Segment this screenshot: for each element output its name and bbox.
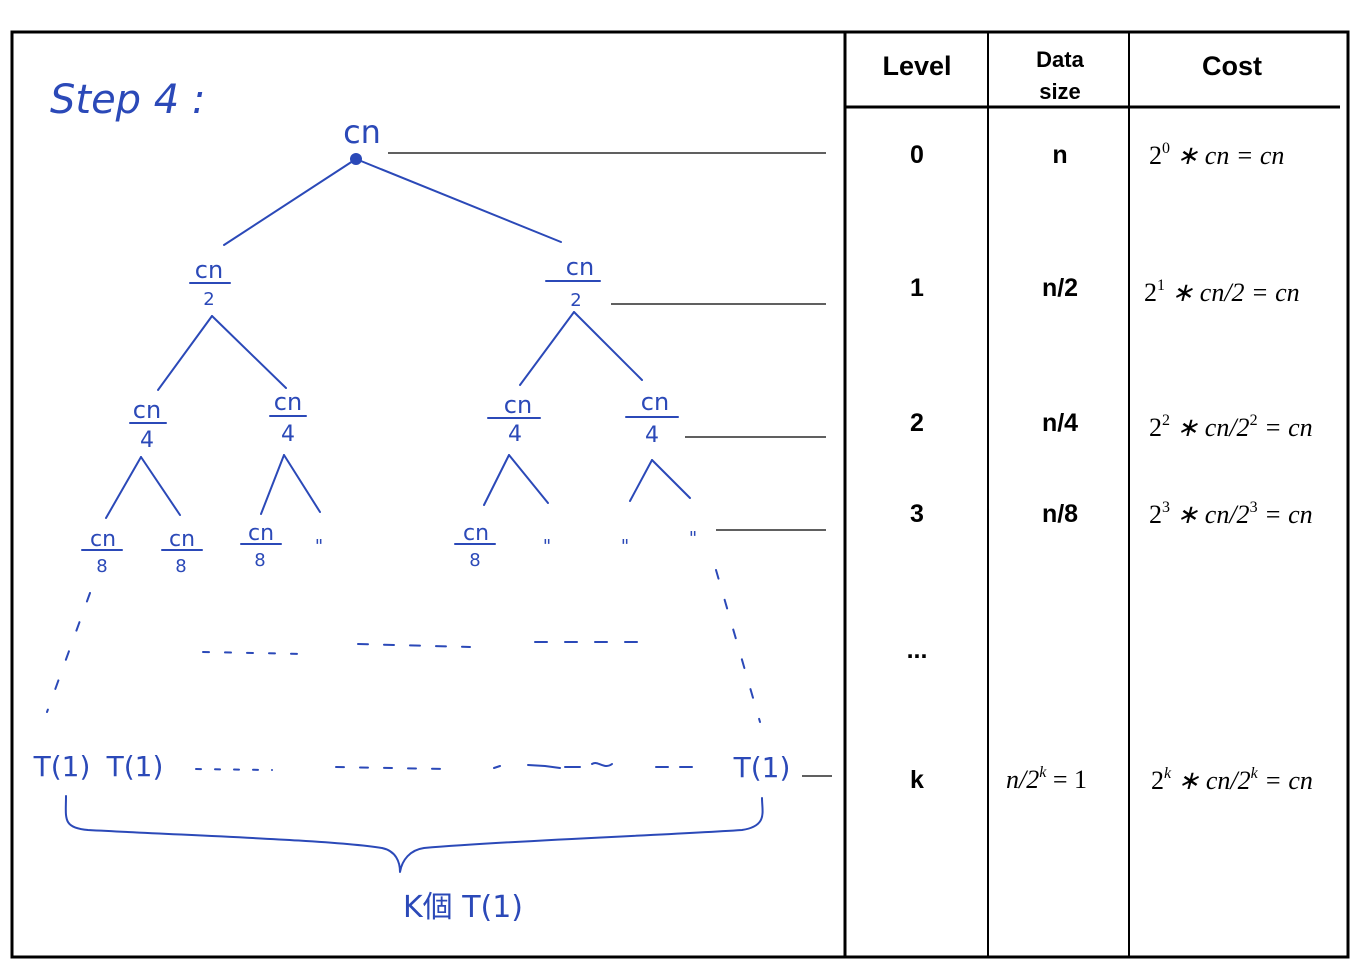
level1-left-denominator: 2 [203, 289, 214, 310]
edge-root-left [223, 158, 357, 246]
edge-l2d-left [629, 459, 653, 502]
leaf-dashes-2 [335, 766, 446, 770]
leaf-dashes-3 [493, 762, 693, 769]
level2-node-3: cn 4 [487, 391, 541, 447]
level-2: 2 [910, 409, 924, 437]
level3-1-numerator: cn [90, 527, 116, 552]
edge-l1a-right [211, 315, 287, 389]
level2-1-denominator: 4 [140, 428, 154, 453]
cost-0: 20 ∗ cn = cn [1149, 140, 1284, 170]
edge-l2a-right [140, 456, 181, 516]
edge-l1b-left [519, 311, 575, 386]
level2-4-numerator: cn [641, 388, 669, 416]
level3-3-denominator: 8 [254, 550, 265, 571]
size-0: n [1052, 141, 1067, 169]
edge-l1a-left [157, 315, 213, 391]
cost-1: 21 ∗ cn/2 = cn [1144, 277, 1300, 307]
edge-l2b-left [260, 454, 285, 515]
level3-1-denominator: 8 [96, 556, 107, 577]
edge-l2a-left [105, 456, 142, 519]
outer-frame [10, 30, 1350, 959]
level1-right-numerator: cn [566, 253, 594, 281]
level1-node-left: cn 2 [189, 256, 231, 310]
header-cost: Cost [1202, 51, 1262, 81]
edge-root-right [355, 158, 562, 243]
ditto-mark-1: " [315, 536, 323, 557]
level1-node-right: cn 2 [545, 253, 601, 311]
level-ellipsis: ... [907, 636, 928, 664]
right-dashed-edge [715, 569, 761, 723]
level2-4-denominator: 4 [645, 423, 659, 448]
edge-l2b-right [283, 454, 321, 513]
level3-4-denominator: 8 [469, 550, 480, 571]
size-3: n/8 [1042, 500, 1078, 528]
cost-3: 23 ∗ cn/23 = cn [1149, 499, 1313, 529]
header-level: Level [882, 51, 951, 81]
level3-node-1: cn 8 [81, 527, 123, 577]
left-dashed-edge [46, 592, 91, 713]
size-1: n/2 [1042, 274, 1078, 302]
cost-k: 2k ∗ cn/2k = cn [1151, 765, 1313, 795]
tree-edges [105, 158, 691, 519]
root-node-label: cn [343, 113, 381, 151]
level2-3-numerator: cn [504, 391, 532, 419]
level2-2-denominator: 4 [281, 422, 295, 447]
level1-right-denominator: 2 [570, 290, 581, 311]
leaf-3: T(1) [733, 751, 791, 784]
cost-2: 22 ∗ cn/22 = cn [1149, 412, 1313, 442]
brace-label: K個 T(1) [403, 890, 523, 925]
edge-l2c-right [508, 454, 549, 504]
level-1: 1 [910, 274, 924, 302]
header-size: size [1039, 79, 1081, 104]
level2-3-denominator: 4 [508, 422, 522, 447]
level3-node-2: cn 8 [161, 527, 203, 577]
level3-2-numerator: cn [169, 527, 195, 552]
leaf-dashes-1 [195, 768, 273, 771]
level3-2-denominator: 8 [175, 556, 186, 577]
leaf-1: T(1) [33, 750, 91, 783]
continuation-dashes [46, 569, 761, 771]
step-title: Step 4 : [50, 77, 205, 123]
level3-node-4: cn 8 [454, 521, 496, 571]
ditto-mark-4: " [689, 528, 697, 549]
level-3: 3 [910, 500, 924, 528]
edge-l1b-right [573, 311, 643, 381]
curly-brace [64, 795, 764, 873]
edge-l2c-left [483, 454, 510, 506]
leaf-2: T(1) [106, 750, 164, 783]
level1-left-numerator: cn [195, 256, 223, 284]
ditto-mark-3: " [621, 536, 629, 557]
size-k: n/2k = 1 [1006, 764, 1087, 794]
ditto-mark-2: " [543, 536, 551, 557]
header-data: Data [1036, 47, 1084, 72]
level3-4-numerator: cn [463, 521, 489, 546]
level2-node-1: cn 4 [129, 396, 167, 453]
level2-2-numerator: cn [274, 388, 302, 416]
size-2: n/4 [1042, 409, 1078, 437]
level2-node-2: cn 4 [269, 388, 307, 447]
level-0: 0 [910, 141, 924, 169]
level2-1-numerator: cn [133, 396, 161, 424]
level3-node-3: cn 8 [240, 521, 282, 571]
level3-3-numerator: cn [248, 521, 274, 546]
level2-node-4: cn 4 [625, 388, 679, 448]
level-k: k [910, 766, 924, 794]
edge-l2d-right [651, 459, 691, 499]
middle-dashes-1 [202, 651, 306, 655]
middle-dashes-2 [357, 643, 471, 648]
level-guide-lines [388, 152, 832, 777]
